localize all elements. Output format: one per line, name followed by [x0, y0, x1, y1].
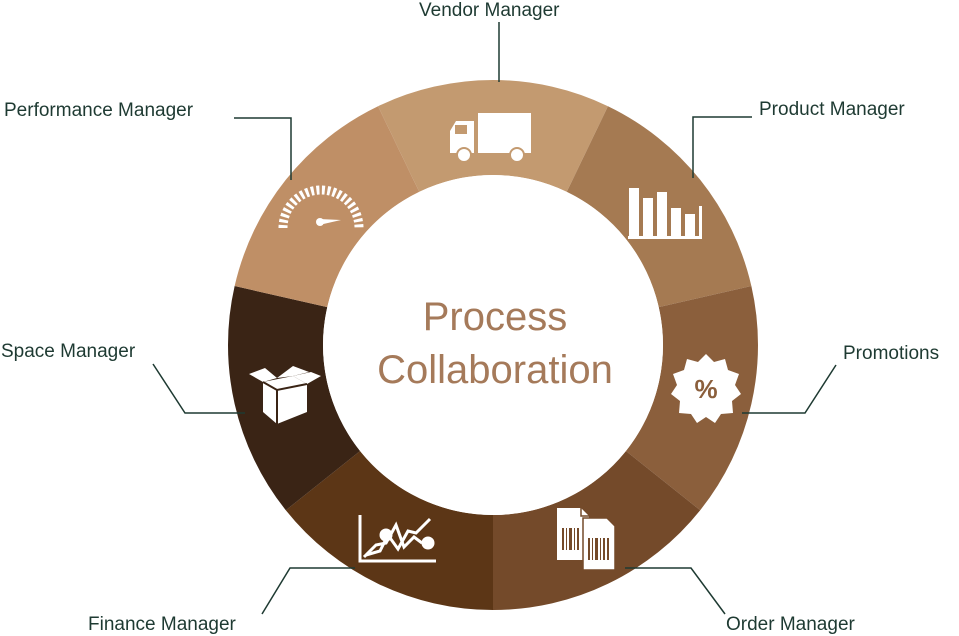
- label-vendor-manager: Vendor Manager: [419, 0, 560, 21]
- label-space-manager: Space Manager: [1, 341, 136, 362]
- connector-line-finance-manager: [261, 567, 355, 615]
- connector-line-space-manager: [152, 363, 245, 414]
- label-promotions: Promotions: [843, 343, 940, 364]
- connector-line-promotions: [742, 364, 837, 414]
- center-circle: [323, 175, 663, 515]
- open-box-icon: [249, 366, 321, 424]
- connector-line-performance-manager: [234, 117, 292, 180]
- label-order-manager: Order Manager: [726, 614, 855, 635]
- connector-line-product-manager: [692, 116, 752, 178]
- barcode-documents-icon: [557, 508, 616, 571]
- truck-icon: [450, 113, 531, 163]
- line-chart-icon: [358, 515, 436, 563]
- svg-text:%: %: [694, 374, 717, 404]
- center-title-line-1: Process: [422, 295, 568, 339]
- percent-badge-icon: %: [671, 354, 741, 423]
- label-performance-manager: Performance Manager: [4, 100, 194, 121]
- label-connectors: [152, 22, 837, 615]
- speedometer-icon: [278, 185, 364, 229]
- label-product-manager: Product Manager: [759, 99, 905, 120]
- center-title-line-2: Collaboration: [377, 348, 613, 392]
- connector-line-order-manager: [625, 567, 726, 615]
- segment-performance-manager: [234, 106, 420, 308]
- segment-icons: %: [249, 113, 741, 571]
- bar-chart-icon: [628, 188, 702, 239]
- label-finance-manager: Finance Manager: [88, 614, 236, 635]
